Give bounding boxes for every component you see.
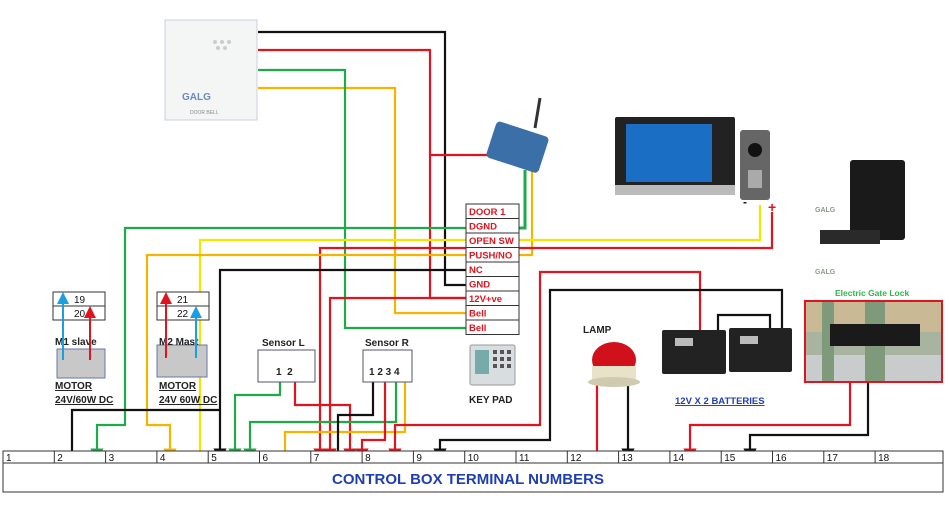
- wire-green-sensorl1: [228, 382, 282, 462]
- wire-black-gnd-term5: [213, 268, 466, 462]
- terminal-row-label: Bell: [469, 309, 486, 320]
- motor-m2-spec: 24V 60W DC: [159, 395, 217, 406]
- wire-orange-pushno-term4: [145, 253, 466, 462]
- sensor-l: Sensor L 1 2: [257, 338, 316, 383]
- motor-m2-terminal-21: 21: [177, 295, 189, 306]
- wire-green-term2: [90, 226, 466, 462]
- motor-m2-type: MOTOR: [159, 381, 197, 392]
- terminal-row-label: DOOR 1: [469, 207, 506, 218]
- batteries-label: 12V X 2 BATTERIES: [675, 396, 765, 407]
- wire-red-12v-term7: [323, 296, 466, 462]
- wire-battery-link: [716, 313, 772, 330]
- wire-yellow-sensorr4: [283, 382, 407, 455]
- motor-m1: 19 20 M1 slave MOTOR 24V/60W DC: [52, 291, 113, 406]
- gate-lock-product: GALG GALG Electric Gate Lock: [804, 160, 943, 383]
- motor-m2-terminal-22: 22: [177, 309, 189, 320]
- camera-plus: +: [768, 199, 776, 215]
- control-terminal-number: 3: [109, 453, 115, 464]
- control-terminal-number: 12: [570, 453, 582, 464]
- motor-m1-terminal-19: 19: [74, 295, 86, 306]
- control-terminal-number: 2: [57, 453, 63, 464]
- wire-black-term2: [70, 408, 220, 455]
- video-monitor: [615, 117, 735, 195]
- control-terminal-number: 16: [776, 453, 788, 464]
- terminal-row-label: GND: [469, 280, 490, 291]
- terminal-row-label: NC: [469, 265, 483, 276]
- doorbell-brand: GALG: [182, 92, 211, 103]
- lamp: LAMP: [583, 325, 640, 387]
- wire-red-sensorl2: [293, 382, 357, 462]
- control-terminal-number: 18: [878, 453, 890, 464]
- keypad-label: KEY PAD: [469, 395, 513, 406]
- motor-m1-type: MOTOR: [55, 381, 93, 392]
- doorbell: GALG DOOR BELL: [164, 19, 258, 121]
- terminal-row-label: Bell: [469, 323, 486, 334]
- motor-m1-label: M1 slave: [55, 337, 97, 348]
- control-terminal-number: 11: [519, 453, 530, 464]
- sensor-l-pins: 1 2: [276, 367, 293, 378]
- wire-red-camera: [313, 212, 774, 462]
- control-terminal-number: 14: [673, 453, 685, 464]
- wire-orange-gsm-pushno: [519, 170, 534, 257]
- wire-black-sensorr1: [336, 382, 375, 455]
- wire-yellow-doorbell-bell: [258, 86, 466, 315]
- motor-m1-terminal-20: 20: [74, 309, 86, 320]
- gate-lock-brand-top: GALG: [815, 207, 836, 214]
- terminal-row-label: 12V+ve: [469, 294, 502, 305]
- wire-red-sensorr2: [355, 382, 387, 462]
- wire-green-bell: [258, 68, 466, 330]
- control-terminal-number: 5: [211, 453, 217, 464]
- motor-m1-spec: 24V/60W DC: [55, 395, 113, 406]
- gate-lock-brand-bottom: GALG: [815, 269, 836, 276]
- control-terminal-number: 15: [724, 453, 736, 464]
- control-terminal-number: 10: [468, 453, 480, 464]
- control-terminal-number: 8: [365, 453, 371, 464]
- terminal-row: [465, 319, 520, 335]
- control-terminal-number: 1: [6, 453, 12, 464]
- control-terminal-number: 6: [263, 453, 269, 464]
- motor-m2-label: M2 Mast: [159, 337, 199, 348]
- wire-red-lock-term9: [388, 270, 702, 462]
- terminal-row-label: DGND: [469, 222, 497, 233]
- sensor-r: Sensor R 1 2 3 4: [362, 338, 413, 383]
- camera-minus: -: [743, 195, 747, 209]
- keypad: KEY PAD: [469, 344, 516, 406]
- control-terminal-number: 4: [160, 453, 166, 464]
- control-terminal-number: 7: [314, 453, 320, 464]
- sensor-r-label: Sensor R: [365, 338, 410, 349]
- control-terminal-number: 13: [622, 453, 634, 464]
- sensor-l-label: Sensor L: [262, 338, 305, 349]
- lamp-label: LAMP: [583, 325, 612, 336]
- gsm-relay: [486, 97, 549, 173]
- gate-lock-label: Electric Gate Lock: [835, 288, 909, 298]
- door-camera: - +: [740, 130, 776, 215]
- control-box-title: CONTROL BOX TERMINAL NUMBERS: [332, 471, 604, 488]
- wire-black-doorbell-gnd: [258, 30, 466, 287]
- sensor-r-pins: 1 2 3 4: [369, 367, 400, 378]
- terminal-row-label: OPEN SW: [469, 236, 514, 247]
- terminal-row-label: PUSH/NO: [469, 251, 512, 262]
- wire-red-lock-term14: [683, 382, 852, 462]
- wire-black-lock-term15: [743, 382, 870, 462]
- wire-black-battery-term10: [433, 288, 784, 462]
- control-terminal-number: 17: [827, 453, 839, 464]
- doorbell-caption: DOOR BELL: [190, 110, 219, 116]
- wire-green-sensorr3: [243, 382, 398, 462]
- motor-m2: 21 22 M2 Mast MOTOR 24V 60W DC: [156, 291, 217, 406]
- wires: [70, 30, 870, 462]
- control-terminal-number: 9: [416, 453, 422, 464]
- batteries: 12V X 2 BATTERIES: [662, 328, 792, 407]
